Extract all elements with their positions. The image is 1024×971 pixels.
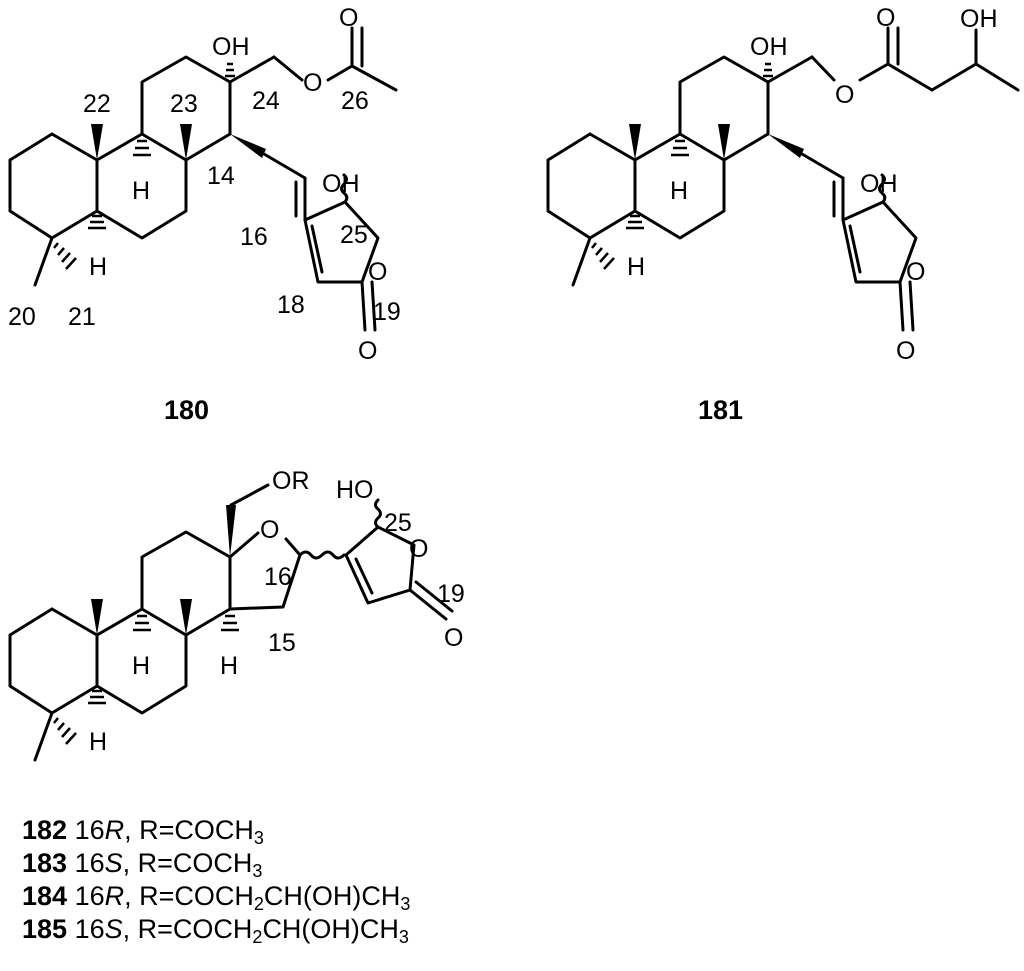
atom-h-a-180: H xyxy=(132,177,150,205)
legend-r-group: , R=COCH xyxy=(122,914,253,944)
legend-r-group-mid: CH(OH)CH xyxy=(263,881,401,911)
legend-subscript: 3 xyxy=(252,861,263,881)
legend-stereo: R xyxy=(104,815,125,845)
atom-h-a: H xyxy=(132,652,150,680)
labels-182-185: OR O HO O O H H H 25 16 19 15 xyxy=(89,467,465,756)
num-21-180: 21 xyxy=(68,303,96,331)
atom-oh-top-181: OH xyxy=(750,33,788,61)
legend-compound-id: 184 xyxy=(22,881,68,911)
atom-o-lactone: O xyxy=(444,624,463,652)
legend-r-group: , R=COCH xyxy=(122,848,253,878)
legend-r-group: , R=COCH xyxy=(124,815,254,845)
atom-o-ester-181: O xyxy=(835,81,854,109)
num-19: 19 xyxy=(437,580,465,608)
atom-h-c: H xyxy=(89,728,107,756)
atom-o-carbonyl-181: O xyxy=(876,4,895,32)
atom-o-ester-180: O xyxy=(303,69,322,97)
legend-stereo: S xyxy=(104,914,123,944)
num-25: 25 xyxy=(384,509,412,537)
num-19-180: 19 xyxy=(373,298,401,326)
num-26-180: 26 xyxy=(341,87,369,115)
compound-legend: 182 16R, R=COCH3 183 16S, R=COCH3 184 16… xyxy=(22,814,410,946)
legend-compound-id: 183 xyxy=(22,848,68,878)
compound-id-180: 180 xyxy=(164,395,209,425)
legend-config: 16 xyxy=(74,848,105,878)
atom-h-b-180: H xyxy=(89,253,107,281)
atom-o-carbonyl-180: O xyxy=(339,4,358,32)
legend-config: 16 xyxy=(74,881,105,911)
atom-ho: HO xyxy=(336,476,374,504)
atom-o-ring: O xyxy=(409,535,428,563)
num-24-180: 24 xyxy=(252,87,280,115)
legend-subscript: 3 xyxy=(400,894,411,914)
num-25-180: 25 xyxy=(340,221,368,249)
atom-o-ring-180: O xyxy=(368,258,387,286)
structure-180 xyxy=(8,26,398,332)
atom-h-b: H xyxy=(220,652,238,680)
legend-config: 16 xyxy=(74,914,105,944)
atom-or: OR xyxy=(272,467,310,495)
legend-r-group: , R=COCH xyxy=(124,881,254,911)
legend-stereo: S xyxy=(104,848,123,878)
legend-r-group-mid: CH(OH)CH xyxy=(262,914,399,944)
atom-h-b-181: H xyxy=(627,253,645,281)
num-14-180: 14 xyxy=(207,162,235,190)
atom-o-lactone-180: O xyxy=(358,337,377,365)
atom-oh-ring-180: OH xyxy=(322,170,360,198)
num-16: 16 xyxy=(264,563,292,591)
labels-180: OH O O OH O O H H 22 23 24 26 14 16 25 1… xyxy=(8,4,401,425)
atom-oh-ring-181: OH xyxy=(860,170,898,198)
labels-181: OH OH O O OH O O H H 181 xyxy=(627,4,998,425)
atom-o-lactone-181: O xyxy=(896,337,915,365)
legend-config: 16 xyxy=(74,815,105,845)
legend-row: 184 16R, R=COCH2CH(OH)CH3 xyxy=(22,880,410,913)
structure-181 xyxy=(546,26,1020,332)
legend-row: 183 16S, R=COCH3 xyxy=(22,847,410,880)
structure-182-185 xyxy=(8,483,454,762)
legend-row: 182 16R, R=COCH3 xyxy=(22,814,410,847)
legend-stereo: R xyxy=(104,881,125,911)
atom-oh-top-180: OH xyxy=(212,33,250,61)
num-15: 15 xyxy=(268,629,296,657)
atom-h-a-181: H xyxy=(670,177,688,205)
legend-subscript: 2 xyxy=(252,927,263,947)
legend-row: 185 16S, R=COCH2CH(OH)CH3 xyxy=(22,913,410,946)
legend-subscript: 3 xyxy=(253,828,264,848)
num-22-180: 22 xyxy=(83,90,111,118)
num-23-180: 23 xyxy=(170,90,198,118)
atom-o-ether: O xyxy=(260,516,279,544)
legend-subscript: 3 xyxy=(398,927,409,947)
atom-o-ring-181: O xyxy=(906,258,925,286)
legend-compound-id: 185 xyxy=(22,914,68,944)
legend-compound-id: 182 xyxy=(22,815,68,845)
atom-oh-side-181: OH xyxy=(960,5,998,33)
num-20-180: 20 xyxy=(8,303,36,331)
num-16-180: 16 xyxy=(240,223,268,251)
legend-subscript: 2 xyxy=(253,894,264,914)
num-18-180: 18 xyxy=(277,291,305,319)
compound-id-181: 181 xyxy=(698,395,743,425)
